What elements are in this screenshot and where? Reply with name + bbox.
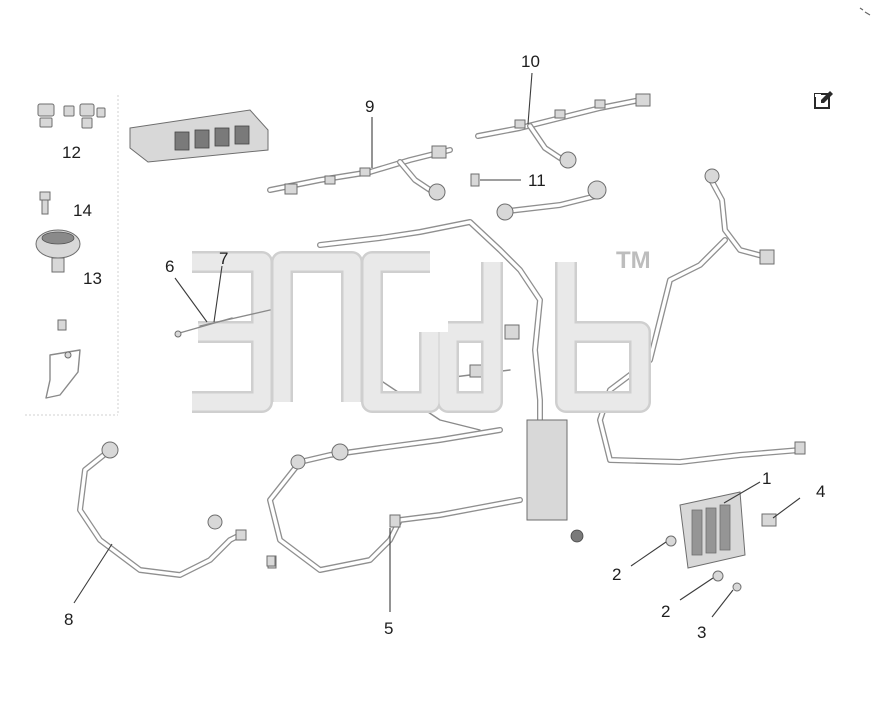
part-3-screw bbox=[732, 582, 742, 592]
part-12-connectors bbox=[37, 103, 106, 129]
part-2-washer-b bbox=[712, 570, 724, 582]
part-4-plug bbox=[761, 513, 777, 527]
watermark-tm: TM bbox=[616, 247, 651, 274]
control-unit-module bbox=[129, 109, 269, 163]
part-8-harness bbox=[77, 441, 247, 578]
callout-2a: 2 bbox=[612, 565, 621, 584]
leader-lines bbox=[73, 72, 801, 618]
part-9-harness bbox=[267, 145, 453, 201]
callout-1: 1 bbox=[762, 469, 771, 488]
callout-9: 9 bbox=[365, 97, 374, 116]
callout-11: 11 bbox=[528, 171, 546, 190]
part-11-clip bbox=[470, 173, 480, 187]
callout-3: 3 bbox=[697, 623, 706, 642]
part-2-washer-a bbox=[665, 535, 677, 547]
callout-8: 8 bbox=[64, 610, 73, 629]
part-13-cap bbox=[35, 229, 81, 273]
corner-mark-icon bbox=[858, 4, 872, 16]
watermark-logo: TM bbox=[192, 247, 651, 413]
mounting-bracket bbox=[45, 319, 81, 399]
right-harness bbox=[597, 168, 806, 465]
callout-5: 5 bbox=[384, 619, 393, 638]
callout-7: 7 bbox=[219, 249, 228, 268]
callout-14: 14 bbox=[73, 201, 92, 220]
part-10-harness bbox=[475, 93, 651, 169]
part-14-bolt bbox=[39, 191, 51, 215]
callout-4: 4 bbox=[816, 482, 825, 501]
callout-13: 13 bbox=[83, 269, 102, 288]
bolt-small bbox=[266, 555, 276, 567]
part-1-module bbox=[679, 491, 746, 569]
part-5-harness bbox=[267, 427, 584, 573]
callout-10: 10 bbox=[521, 52, 540, 71]
part-6-7-rods bbox=[174, 309, 271, 338]
edit-icon[interactable] bbox=[813, 89, 835, 111]
callout-12: 12 bbox=[62, 143, 81, 162]
callout-2b: 2 bbox=[661, 602, 670, 621]
callout-6: 6 bbox=[165, 257, 174, 276]
